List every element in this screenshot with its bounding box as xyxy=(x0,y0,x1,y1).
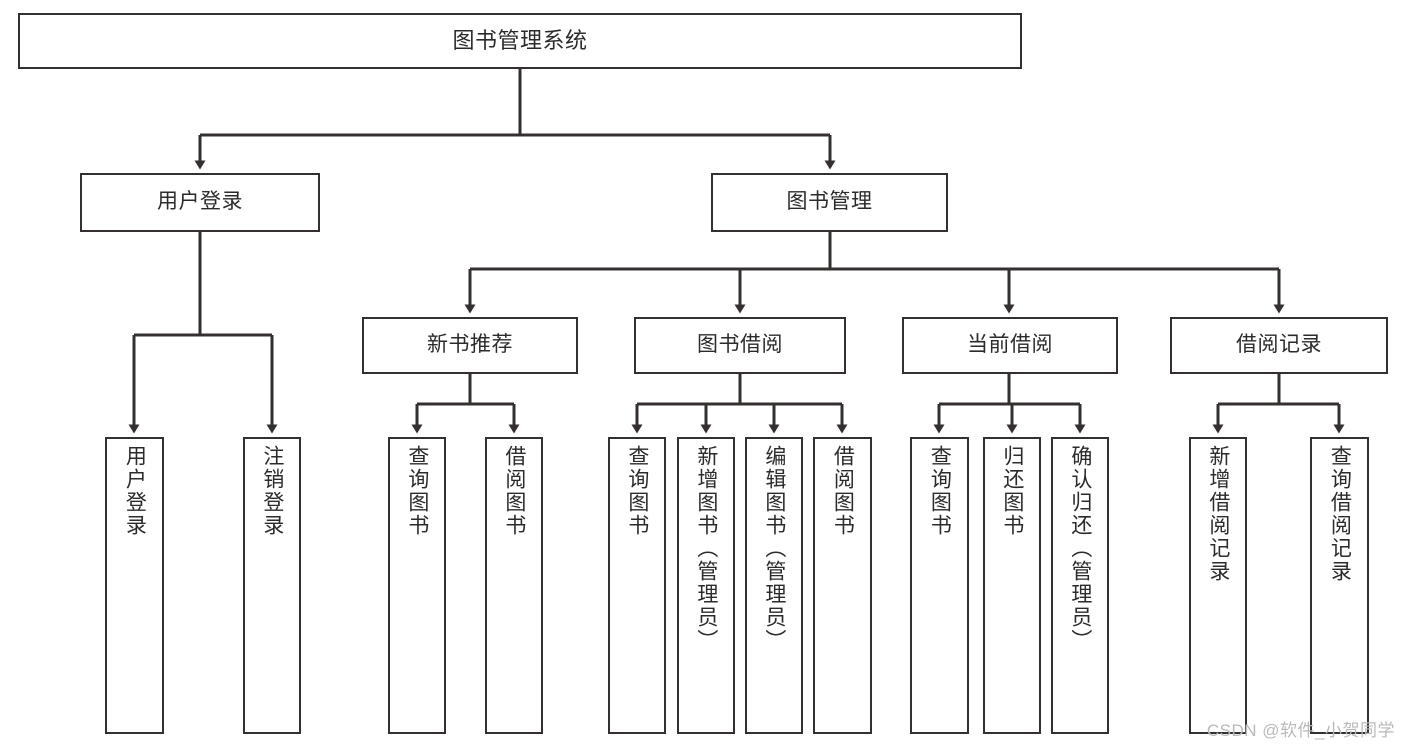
node-leaf-add-borrow-record-label: 新增借阅记录 xyxy=(1206,445,1230,583)
node-leaf-borrow-book-2-label: 借阅图书 xyxy=(831,445,855,537)
node-leaf-logout-label: 注销登录 xyxy=(260,445,284,537)
node-leaf-query-book-2[interactable]: 查询图书 xyxy=(608,437,666,734)
node-leaf-query-book-1[interactable]: 查询图书 xyxy=(388,437,446,734)
node-leaf-query-borrow-record-label: 查询借阅记录 xyxy=(1328,445,1352,583)
node-leaf-add-book[interactable]: 新增图书（管理员） xyxy=(677,437,735,734)
node-leaf-edit-book[interactable]: 编辑图书（管理员） xyxy=(745,437,803,734)
node-book-manage[interactable]: 图书管理 xyxy=(711,173,948,232)
node-new-book-recommend-label: 新书推荐 xyxy=(427,333,513,357)
node-leaf-query-book-3-label: 查询图书 xyxy=(928,445,952,537)
node-leaf-borrow-book-1[interactable]: 借阅图书 xyxy=(485,437,543,734)
node-book-borrow[interactable]: 图书借阅 xyxy=(634,317,846,374)
node-leaf-confirm-return-label: 确认归还（管理员） xyxy=(1068,445,1092,652)
watermark: CSDN @软件_小贺同学 xyxy=(1206,721,1395,740)
node-leaf-borrow-book-2[interactable]: 借阅图书 xyxy=(813,437,872,734)
node-leaf-query-book-1-label: 查询图书 xyxy=(405,445,429,537)
node-root-label: 图书管理系统 xyxy=(452,28,588,54)
node-leaf-logout[interactable]: 注销登录 xyxy=(243,437,301,734)
node-leaf-borrow-book-1-label: 借阅图书 xyxy=(502,445,526,537)
node-leaf-query-borrow-record[interactable]: 查询借阅记录 xyxy=(1310,437,1369,734)
node-current-borrow-label: 当前借阅 xyxy=(967,333,1053,357)
node-leaf-confirm-return[interactable]: 确认归还（管理员） xyxy=(1051,437,1109,734)
node-leaf-add-borrow-record[interactable]: 新增借阅记录 xyxy=(1189,437,1247,734)
node-borrow-record[interactable]: 借阅记录 xyxy=(1170,317,1388,374)
node-leaf-add-book-label: 新增图书（管理员） xyxy=(694,445,718,652)
node-borrow-record-label: 借阅记录 xyxy=(1236,333,1322,357)
node-leaf-edit-book-label: 编辑图书（管理员） xyxy=(762,445,786,652)
node-leaf-query-book-3[interactable]: 查询图书 xyxy=(910,437,969,734)
node-leaf-return-book-label: 归还图书 xyxy=(1000,445,1024,537)
node-new-book-recommend[interactable]: 新书推荐 xyxy=(362,317,578,374)
node-user-login[interactable]: 用户登录 xyxy=(80,173,320,232)
node-leaf-user-login[interactable]: 用户登录 xyxy=(105,437,164,734)
node-book-manage-label: 图书管理 xyxy=(786,190,873,214)
node-book-borrow-label: 图书借阅 xyxy=(697,333,783,357)
node-leaf-query-book-2-label: 查询图书 xyxy=(625,445,649,537)
node-leaf-return-book[interactable]: 归还图书 xyxy=(983,437,1041,734)
node-leaf-user-login-label: 用户登录 xyxy=(123,445,147,537)
node-root[interactable]: 图书管理系统 xyxy=(18,13,1022,69)
node-current-borrow[interactable]: 当前借阅 xyxy=(902,317,1118,374)
node-user-login-label: 用户登录 xyxy=(157,190,243,214)
